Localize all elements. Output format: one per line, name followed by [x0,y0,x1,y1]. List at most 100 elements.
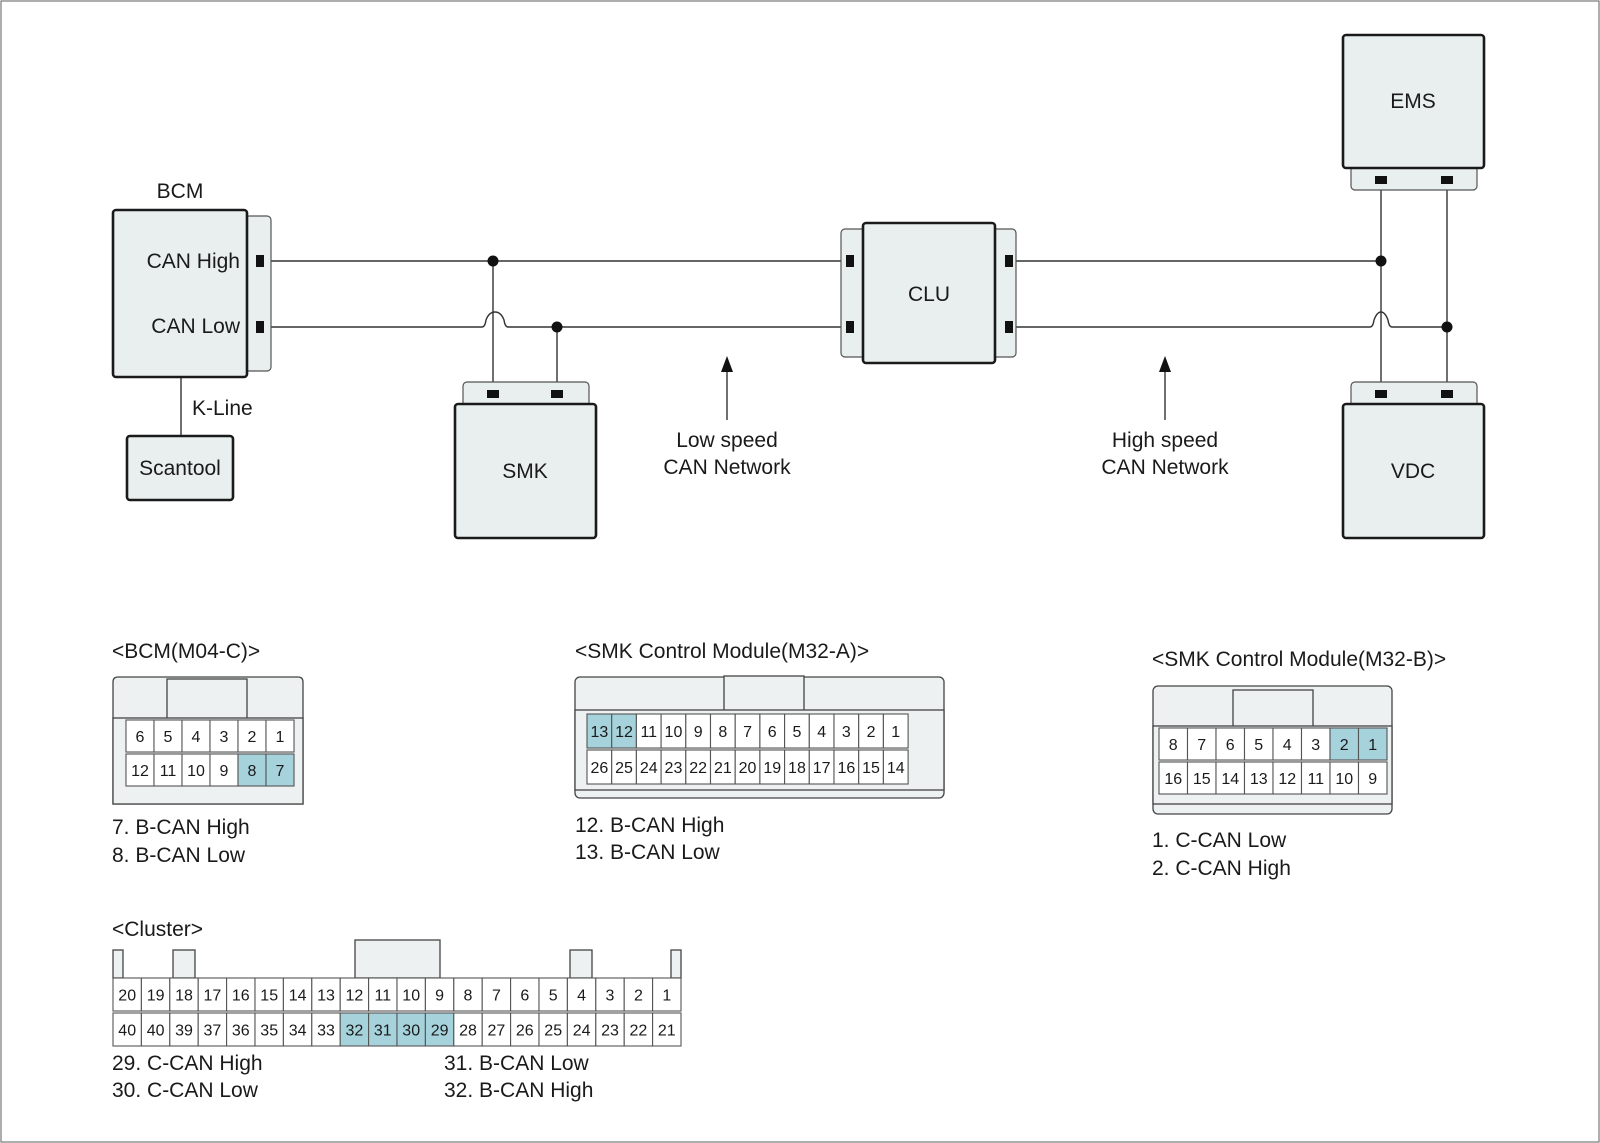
connector-pin [833,749,860,785]
scantool-module: Scantool [125,434,235,502]
clu-right-low-terminal [1005,321,1013,333]
connector-pin [1357,761,1388,795]
pin-number-label: 1 [276,729,285,746]
vdc-can-low-terminal [1441,390,1453,398]
smk-a-note-2: 13. B-CAN Low [575,841,721,864]
connector-pin-highlighted [265,753,295,787]
connector-pin [586,749,613,785]
connector-pin [635,713,662,749]
pin-number-label: 35 [260,1023,278,1040]
high-speed-label-line2: CAN Network [1101,456,1229,479]
pin-number-label: 22 [630,1023,648,1040]
pin-number-label: 24 [573,1023,591,1040]
pin-number-label: 2 [634,988,643,1005]
pin-number-label: 29 [431,1023,449,1040]
pin-number-label: 6 [520,988,529,1005]
pin-number-label: 21 [658,1023,676,1040]
pin-number-label: 10 [402,988,420,1005]
clu-box [861,221,997,365]
pin-number-label: 40 [118,1023,136,1040]
pin-number-label: 15 [260,988,278,1005]
pin-number-label: 6 [136,729,145,746]
connector-pin [734,749,761,785]
connector-pin [833,713,860,749]
connector-pin [882,713,909,749]
pin-number-label: 18 [175,988,193,1005]
pin-number-label: 4 [192,729,201,746]
low-speed-label-line1: Low speed [676,429,778,452]
pin-number-label: 3 [606,988,615,1005]
scantool-label: Scantool [139,457,221,480]
connector-pin-highlighted [396,1012,426,1047]
smk-box [453,402,598,540]
junction-dot [1441,321,1453,333]
connector-pin [635,749,662,785]
connector-pin [226,977,256,1012]
pin-number-label: 5 [549,988,558,1005]
pin-number-label: 28 [459,1023,477,1040]
connector-pin [1300,761,1331,795]
connector-pin [254,1012,284,1047]
connector-pin [311,1012,341,1047]
connector-pin [1158,727,1189,761]
ems-can-high-terminal [1375,176,1387,184]
connector-pin [197,977,228,1012]
connector-pin [481,977,512,1012]
connector-pin [265,719,295,753]
bcm-can-low-label: CAN Low [151,315,241,338]
pin-number-label: 1 [1368,737,1377,754]
bcm-label: BCM [157,180,204,203]
connector-pin [282,1012,313,1047]
connector-pin [1300,727,1331,761]
pin-number-label: 2 [867,724,876,741]
pin-number-label: 13 [1250,771,1268,788]
pin-number-label: 26 [516,1023,534,1040]
cluster-connector-latch [354,939,441,979]
network-schematic: BCM CAN High CAN Low K-Line Scantool SMK [111,33,1486,540]
connector-pin [153,719,183,753]
low-speed-network-annotation: Low speed CAN Network [663,356,791,479]
low-speed-label-line2: CAN Network [663,456,791,479]
can-low-wire-bcm-clu [264,311,846,328]
pin-number-label: 11 [374,988,391,1005]
connector-pin [566,977,597,1012]
connector-pin [282,977,313,1012]
connector-pin [197,1012,228,1047]
connector-pin [254,977,284,1012]
connector-pin [1329,761,1360,795]
connector-pin [595,977,625,1012]
cluster-connector-post [112,949,124,979]
k-line-label: K-Line [192,397,253,420]
pin-number-label: 9 [694,724,703,741]
bcm-can-low-terminal [256,321,264,333]
connector-pin [510,977,540,1012]
smk-module: SMK [453,381,598,540]
pin-number-label: 33 [317,1023,335,1040]
connector-pin [538,977,568,1012]
pin-number-label: 16 [1164,771,1182,788]
pin-number-label: 3 [220,729,229,746]
high-speed-label-line1: High speed [1112,429,1218,452]
pin-number-label: 15 [862,760,880,777]
pin-number-label: 31 [374,1023,392,1040]
smk-b-note-2: 2. C-CAN High [1152,857,1291,880]
pin-number-label: 23 [601,1023,619,1040]
cluster-connector-post [569,949,593,979]
pin-number-label: 22 [689,760,707,777]
smk-label: SMK [502,460,548,483]
pin-number-label: 10 [665,724,683,741]
connector-pin [209,719,239,753]
connector-pin [209,753,239,787]
connector-pin [1186,761,1217,795]
pin-number-label: 18 [788,760,806,777]
vdc-can-high-terminal [1375,390,1387,398]
smk-b-connector-latch [1232,689,1314,729]
junction-dot [1375,255,1387,267]
bcm-note-2: 8. B-CAN Low [112,844,246,867]
pin-number-label: 25 [544,1023,562,1040]
pin-number-label: 8 [718,724,727,741]
pin-number-label: 12 [1278,771,1296,788]
